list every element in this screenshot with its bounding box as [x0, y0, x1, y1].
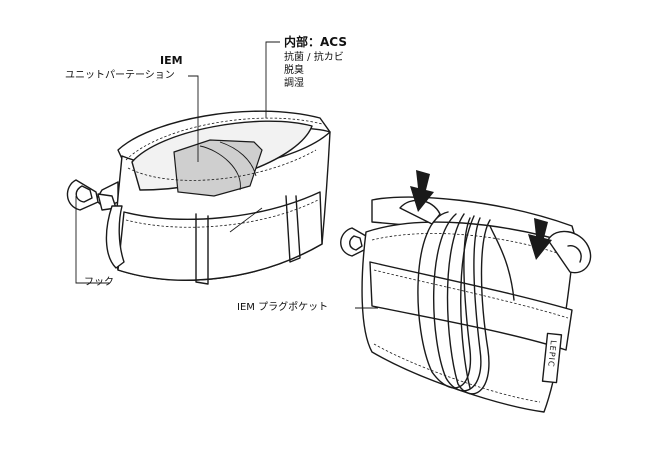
right-hook-icon: [340, 227, 369, 257]
arrow-down-icon: [528, 218, 552, 260]
iem-plug-pocket-label: IEM プラグポケット: [237, 302, 329, 313]
hook-label: フック: [84, 277, 114, 288]
right-pouch: LEPIC: [340, 170, 592, 413]
brand-tag: LEPIC: [546, 340, 558, 368]
arrow-down-icon: [410, 170, 434, 212]
iem-partition-label: ユニットパーテーション: [65, 70, 175, 81]
inner-acs-line2: 脱臭: [284, 65, 304, 76]
leader-lines: [75, 41, 378, 309]
inner-acs-line1: 抗菌 / 抗カビ: [284, 52, 344, 63]
left-pouch: [66, 110, 331, 285]
inner-acs-title: 内部：ACS: [284, 35, 347, 49]
inner-acs-line3: 調湿: [284, 78, 304, 89]
left-hook-icon: [66, 179, 119, 211]
iem-partition-title: IEM: [160, 54, 183, 67]
iem-cable-coil: [417, 211, 515, 395]
